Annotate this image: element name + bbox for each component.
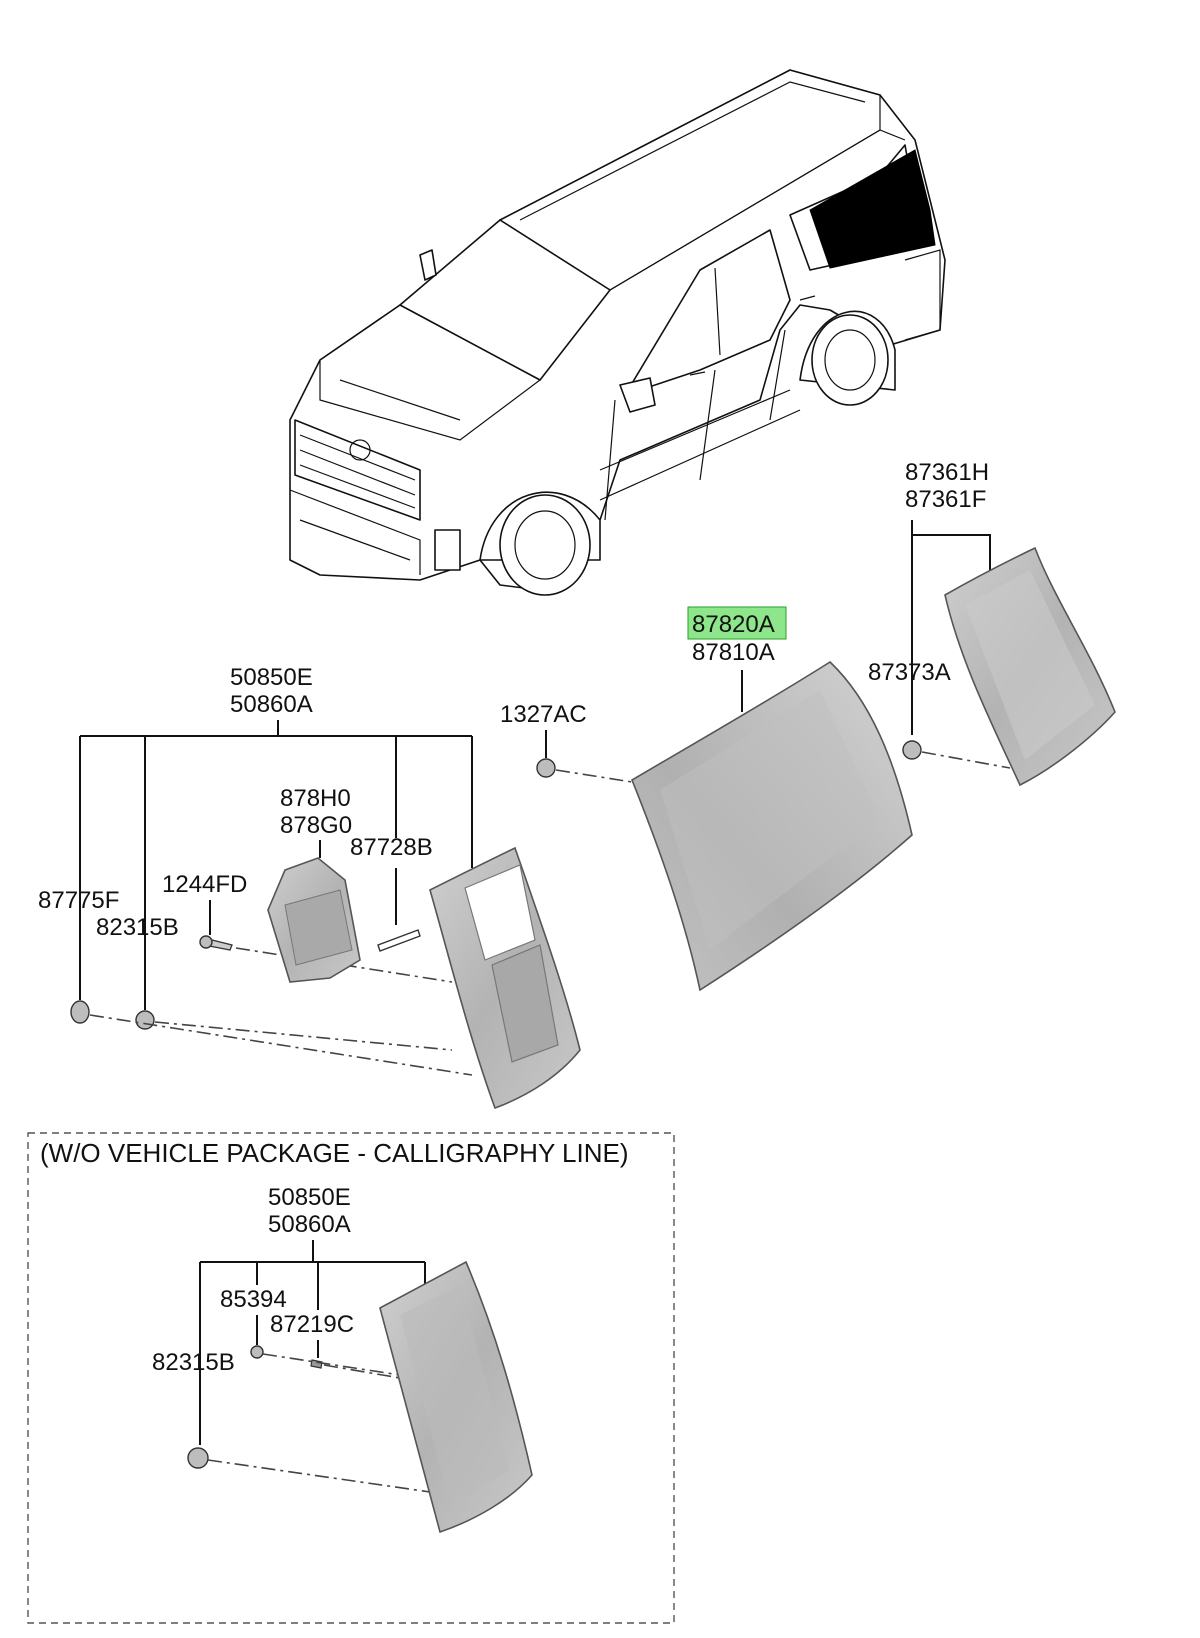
- label-87810A: 87810A: [692, 639, 775, 666]
- label-87361F: 87361F: [905, 486, 986, 513]
- strip-87728B: [377, 929, 421, 952]
- label-878H0: 878H0: [280, 785, 351, 812]
- highlight-87820A: [687, 606, 787, 640]
- inset-label-87219C: 87219C: [270, 1311, 354, 1338]
- inset-label-82315B: 82315B: [152, 1349, 235, 1376]
- grommet-87775F: [70, 1000, 90, 1024]
- label-87361H: 87361H: [905, 459, 989, 486]
- leader-87361: [911, 520, 991, 735]
- nut-1327AC: [536, 758, 556, 778]
- label-87775F: 87775F: [38, 887, 119, 914]
- label-87820A: 87820A: [692, 611, 775, 638]
- label-50850E: 50850E: [230, 664, 313, 691]
- inset-title: (W/O VEHICLE PACKAGE - CALLIGRAPHY LINE): [40, 1138, 629, 1168]
- label-50860A: 50860A: [230, 691, 313, 718]
- inset-leader-50850E: [199, 1240, 426, 1445]
- label-1244FD: 1244FD: [162, 871, 247, 898]
- leader-50850E: [79, 720, 473, 1010]
- inset-label-50860A: 50860A: [268, 1211, 351, 1238]
- label-82315B: 82315B: [96, 914, 179, 941]
- vehicle-illustration: [289, 69, 946, 596]
- inset-nut-85394: [250, 1345, 264, 1359]
- inset-clip-82315B: [187, 1447, 209, 1469]
- label-87373A: 87373A: [868, 659, 951, 686]
- label-1327AC: 1327AC: [500, 701, 587, 728]
- clip-87373A: [902, 740, 922, 760]
- rear-quarter-glass: [809, 149, 936, 269]
- inset-frame: [27, 1132, 675, 1624]
- clip-82315B: [135, 1010, 155, 1030]
- label-878G0: 878G0: [280, 812, 352, 839]
- inset-clip-87219C: [310, 1359, 323, 1369]
- inset-label-85394: 85394: [220, 1286, 287, 1313]
- label-87728B: 87728B: [350, 834, 433, 861]
- inset-label-50850E: 50850E: [268, 1184, 351, 1211]
